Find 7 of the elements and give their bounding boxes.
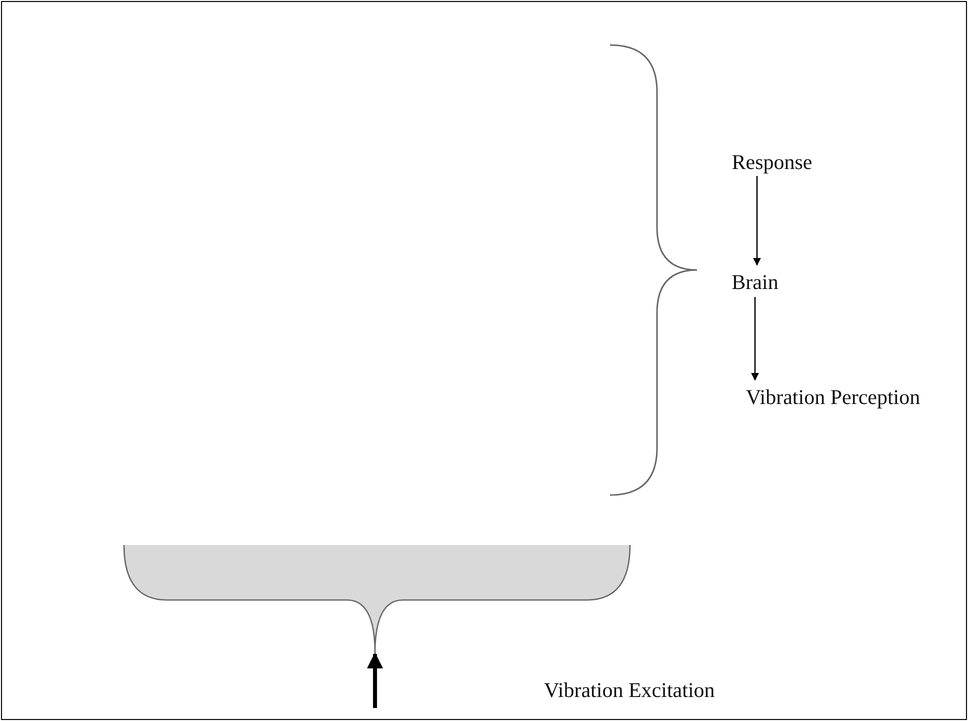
- node-label: Brain: [720, 267, 790, 297]
- arrow: [753, 176, 761, 266]
- excitation-label: Vibration Excitation: [544, 678, 715, 703]
- arrow: [367, 652, 383, 708]
- node-label: Response: [724, 148, 820, 176]
- arrow: [751, 297, 759, 381]
- node-label: Vibration Perception: [720, 382, 946, 412]
